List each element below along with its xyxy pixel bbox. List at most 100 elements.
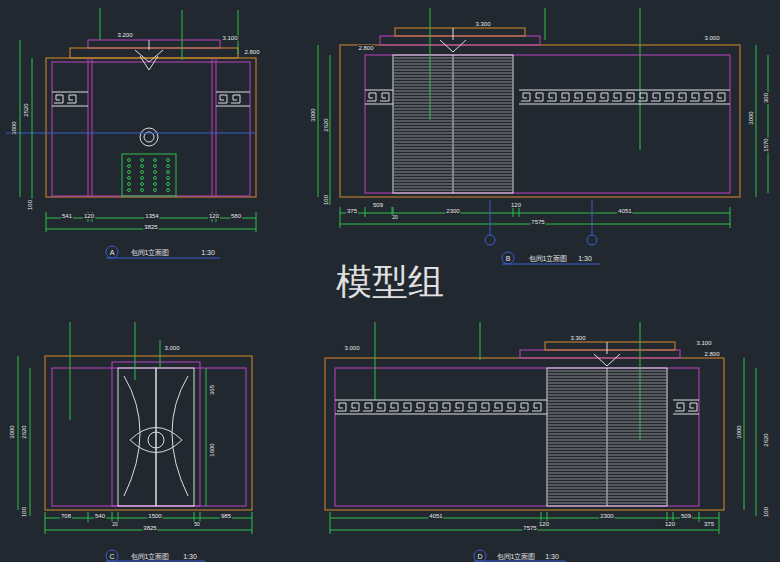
detail-line (547, 419, 667, 420)
detail-line (393, 133, 513, 134)
dimension-text: 2300 (445, 208, 460, 214)
fret-pattern (638, 93, 647, 101)
cabinet-knob (154, 171, 157, 174)
dimension-text: 100 (21, 506, 27, 518)
detail-line (393, 94, 513, 95)
fret-pattern (480, 403, 489, 411)
detail-line (547, 443, 667, 444)
detail-line (547, 482, 667, 483)
dimension-text: 541 (61, 213, 73, 219)
cabinet-knob (167, 165, 170, 168)
detail-line (216, 106, 250, 107)
detail-line (547, 473, 667, 474)
fret-pattern (521, 93, 530, 101)
detail-line (393, 172, 513, 173)
dimension-text: 7575 (522, 525, 537, 531)
dimension-text: 3.100 (221, 35, 238, 41)
dimension-text: 3.100 (695, 340, 712, 346)
fret-pattern (675, 403, 684, 411)
fret-pattern (690, 93, 699, 101)
detail-line (547, 476, 667, 477)
dimension-text: 120 (208, 213, 220, 219)
watermark: 模型组 (335, 264, 445, 300)
cabinet-knob (167, 159, 170, 162)
dimension-text: 2620 (763, 432, 769, 447)
detail-line (393, 181, 513, 182)
detail-line (547, 470, 667, 471)
detail-line (393, 76, 513, 77)
title-text: 1:30 (544, 553, 560, 560)
detail-line (547, 494, 667, 495)
detail-line (393, 157, 513, 158)
cabinet-knob (167, 189, 170, 192)
cabinet-knob (141, 165, 144, 168)
dimension-text: 375 (703, 521, 715, 527)
dimension-text: 7575 (530, 219, 545, 225)
detail-line (547, 497, 667, 498)
detail-line (393, 115, 513, 116)
fret-pattern (441, 403, 450, 411)
detail-line (393, 145, 513, 146)
dimension-text: 3.200 (116, 32, 133, 38)
dimension-text: 2520 (23, 102, 29, 117)
dimension-text: 300 (763, 92, 769, 104)
detail-line (547, 389, 667, 390)
dimension-text: 509 (372, 202, 384, 208)
detail-line (393, 139, 513, 140)
detail-line (335, 400, 547, 401)
detail-line (547, 428, 667, 429)
dimension-text: 375 (346, 208, 358, 214)
detail-line (52, 92, 88, 93)
fret-pattern (350, 403, 359, 411)
cabinet-knob (154, 183, 157, 186)
detail-line (547, 431, 667, 432)
dimension-text: 50 (193, 522, 201, 527)
fret-pattern (664, 93, 673, 101)
dimension-text: 20 (111, 522, 119, 527)
detail-line (393, 109, 513, 110)
detail-line (393, 64, 513, 65)
detail-line (547, 452, 667, 453)
detail-line (547, 449, 667, 450)
fret-pattern (337, 403, 346, 411)
dimension-text: 3.300 (569, 335, 586, 341)
detail-line (393, 112, 513, 113)
dimension-text: 3.000 (343, 345, 360, 351)
fret-pattern (389, 403, 398, 411)
cabinet-knob (128, 171, 131, 174)
detail-line (393, 175, 513, 176)
detail-line (547, 392, 667, 393)
detail-line (393, 58, 513, 59)
cabinet-knob (141, 177, 144, 180)
fret-pattern (454, 403, 463, 411)
fret-pattern (467, 403, 476, 411)
detail-line (547, 371, 667, 372)
title-text: C (108, 553, 115, 560)
dimension-text: 365 (209, 384, 215, 396)
detail-line (365, 104, 393, 105)
detail-line (547, 479, 667, 480)
dimension-text: 3000 (748, 110, 754, 125)
fret-pattern (534, 93, 543, 101)
detail-line (547, 407, 667, 408)
dimension-text: 100 (27, 199, 33, 211)
detail-line (365, 90, 393, 91)
cabinet-knob (154, 165, 157, 168)
dimension-text: 580 (230, 213, 242, 219)
elevation-b (318, 8, 768, 245)
dimension-text: 3000 (11, 120, 17, 135)
detail-line (547, 491, 667, 492)
dimension-text: 1500 (147, 513, 162, 519)
fret-pattern (625, 93, 634, 101)
detail-line (547, 485, 667, 486)
dimension-text: 1354 (144, 213, 159, 219)
dimension-text: 4051 (617, 208, 632, 214)
detail-line (393, 73, 513, 74)
dimension-text: 708 (60, 513, 72, 519)
detail-line (335, 414, 547, 415)
dimension-text: 3000 (310, 107, 316, 122)
detail-line (393, 97, 513, 98)
fret-pattern (586, 93, 595, 101)
detail-line (547, 380, 667, 381)
